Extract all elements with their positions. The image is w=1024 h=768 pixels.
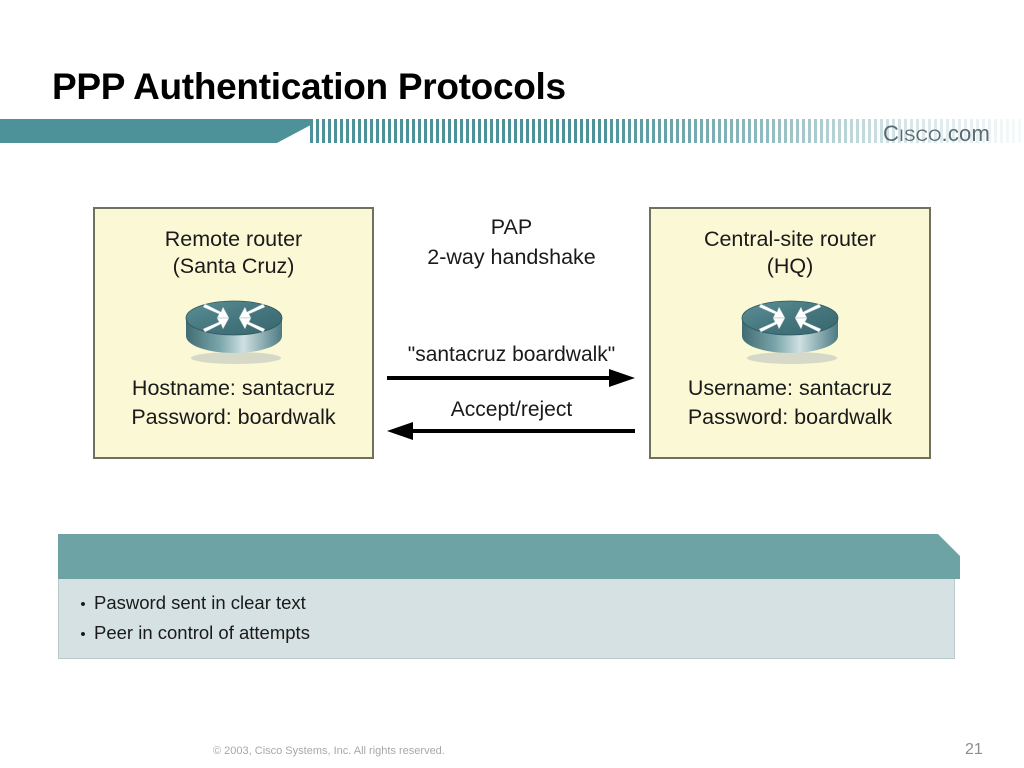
router-icon — [185, 300, 282, 364]
callout-body — [58, 579, 955, 659]
central-router-icon-wrap — [651, 290, 929, 364]
central-router-credentials: Username: santacruz Password: boardwalk — [651, 374, 929, 432]
remote-router-title-line1: Remote router — [164, 227, 303, 251]
list-item: • Peer in control of attempts — [72, 619, 310, 649]
protocol-label: PAP 2-way handshake — [374, 212, 649, 272]
central-router-title-line1: Central-site router — [703, 227, 877, 251]
notes-callout: • Pasword sent in clear text • Peer in c… — [58, 534, 965, 666]
flow-label-reply: Accept/reject — [450, 398, 573, 421]
remote-router-credentials: Hostname: santacruz Password: boardwalk — [95, 374, 372, 432]
arrow-left-icon — [387, 422, 635, 440]
arrow-right-icon — [387, 369, 635, 387]
bullet-glyph: • — [80, 596, 86, 613]
callout-bullet-list: • Pasword sent in clear text • Peer in c… — [72, 589, 310, 649]
bullet-text: Peer in control of attempts — [94, 622, 310, 643]
protocol-name: PAP — [490, 215, 533, 239]
protocol-handshake: 2-way handshake — [427, 245, 596, 269]
central-site-router-box: Central-site router (HQ) — [649, 207, 931, 459]
remote-router-password: Password: boardwalk — [131, 405, 336, 429]
cisco-logo-prefix: C — [883, 121, 900, 146]
router-icon — [741, 300, 839, 364]
page-title: PPP Authentication Protocols — [52, 66, 566, 107]
bullet-text: Pasword sent in clear text — [94, 592, 306, 613]
remote-router-icon-wrap — [95, 290, 372, 364]
callout-header-band — [58, 534, 960, 579]
central-router-username: Username: santacruz — [687, 376, 893, 400]
list-item: • Pasword sent in clear text — [72, 589, 310, 619]
header-bar-striped-segment — [310, 119, 1024, 143]
central-router-password: Password: boardwalk — [687, 405, 893, 429]
header-accent-bar — [0, 119, 1024, 143]
remote-router-title-line2: (Santa Cruz) — [172, 254, 295, 278]
footer-copyright: © 2003, Cisco Systems, Inc. All rights r… — [213, 745, 445, 757]
header-bar-solid-segment — [0, 119, 322, 143]
cisco-logo-suffix: .com — [941, 121, 990, 146]
flow-label-request: "santacruz boardwalk" — [407, 343, 616, 366]
bullet-glyph: • — [80, 626, 86, 643]
central-router-title: Central-site router (HQ) — [651, 226, 929, 280]
remote-router-box: Remote router (Santa Cruz) — [93, 207, 374, 459]
cisco-com-logo: CISCO.com — [883, 121, 990, 147]
central-router-title-line2: (HQ) — [766, 254, 814, 278]
remote-router-hostname: Hostname: santacruz — [131, 376, 336, 400]
cisco-logo-smallcaps: ISCO — [899, 126, 942, 145]
remote-router-title: Remote router (Santa Cruz) — [95, 226, 372, 280]
page-number: 21 — [965, 741, 983, 758]
